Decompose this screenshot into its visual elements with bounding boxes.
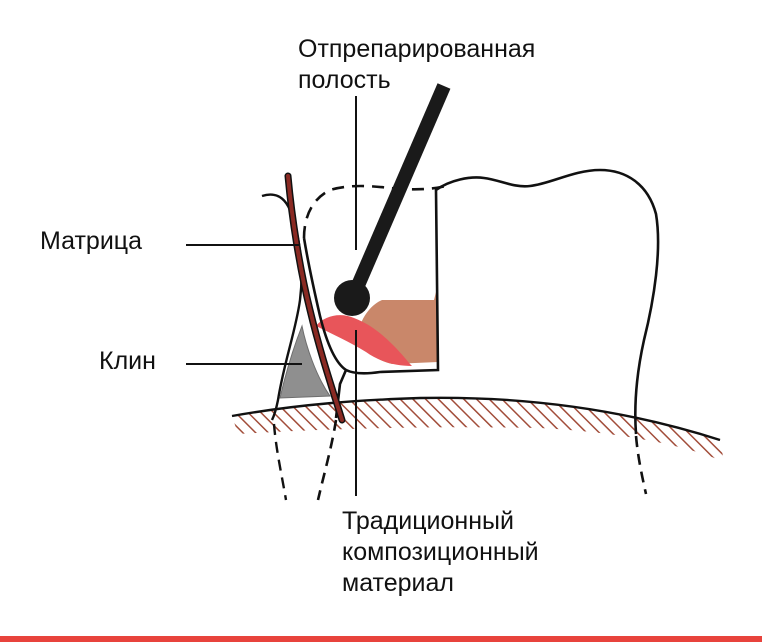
tooth-root-right xyxy=(634,435,648,495)
adjacent-tooth-outline xyxy=(261,193,303,421)
label-prepared-cavity: Отпрепарированная полость xyxy=(298,34,535,96)
label-prepared-cavity-line2: полость xyxy=(298,66,391,94)
label-composite-material: Традиционный композиционный материал xyxy=(342,506,539,599)
instrument-ball-tip xyxy=(334,280,370,316)
label-prepared-cavity-line1: Отпрепарированная xyxy=(298,35,536,63)
gingiva-outline xyxy=(231,396,721,442)
wedge xyxy=(279,324,331,399)
tooth-dashed-outline xyxy=(302,184,447,239)
label-composite-line3: материал xyxy=(342,569,454,597)
adjacent-tooth-root xyxy=(272,423,288,501)
tooth-root-left xyxy=(316,419,338,501)
gingiva xyxy=(232,397,724,462)
cavity-wall-outline xyxy=(302,168,660,435)
matrix-band-core xyxy=(286,174,344,422)
label-wedge: Клин xyxy=(99,347,156,375)
instrument-shaft xyxy=(349,83,451,293)
label-composite-line2: композиционный xyxy=(342,538,539,566)
composite-material xyxy=(316,315,412,366)
label-matrix: Матрица xyxy=(40,227,143,255)
label-composite-line1: Традиционный xyxy=(342,507,514,535)
